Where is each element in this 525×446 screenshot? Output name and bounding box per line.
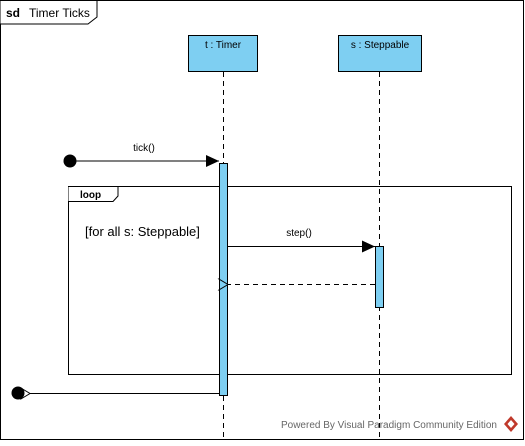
message-step: step() bbox=[228, 228, 375, 253]
lifeline-timer-label: t : Timer bbox=[205, 40, 242, 51]
footer-watermark: Powered By Visual Paradigm Community Edi… bbox=[281, 420, 497, 431]
lost-message-end bbox=[11, 386, 25, 400]
frame-tab bbox=[0, 0, 98, 25]
activation-timer bbox=[219, 163, 228, 396]
message-tick: tick() bbox=[63, 143, 219, 168]
loop-fragment: loop [for all s: Steppable] bbox=[68, 186, 512, 375]
frame-keyword: sd bbox=[6, 6, 20, 20]
lifeline-steppable-head[interactable] bbox=[338, 35, 422, 72]
lifeline-timer-head[interactable] bbox=[188, 35, 258, 72]
lifeline-timer: t : Timer bbox=[188, 35, 258, 437]
lifeline-steppable: s : Steppable bbox=[338, 35, 422, 437]
message-step-label: step() bbox=[286, 228, 312, 239]
message-lost bbox=[11, 386, 219, 400]
message-tick-label: tick() bbox=[133, 143, 155, 154]
visual-paradigm-logo-icon bbox=[504, 416, 518, 432]
loop-operator: loop bbox=[80, 190, 101, 201]
lifeline-steppable-label: s : Steppable bbox=[351, 40, 410, 51]
loop-guard: [for all s: Steppable] bbox=[85, 224, 200, 239]
loop-fragment-tab bbox=[68, 186, 119, 202]
activation-steppable bbox=[375, 246, 384, 308]
frame-title: Timer Ticks bbox=[29, 6, 90, 20]
loop-fragment-frame bbox=[68, 186, 512, 375]
